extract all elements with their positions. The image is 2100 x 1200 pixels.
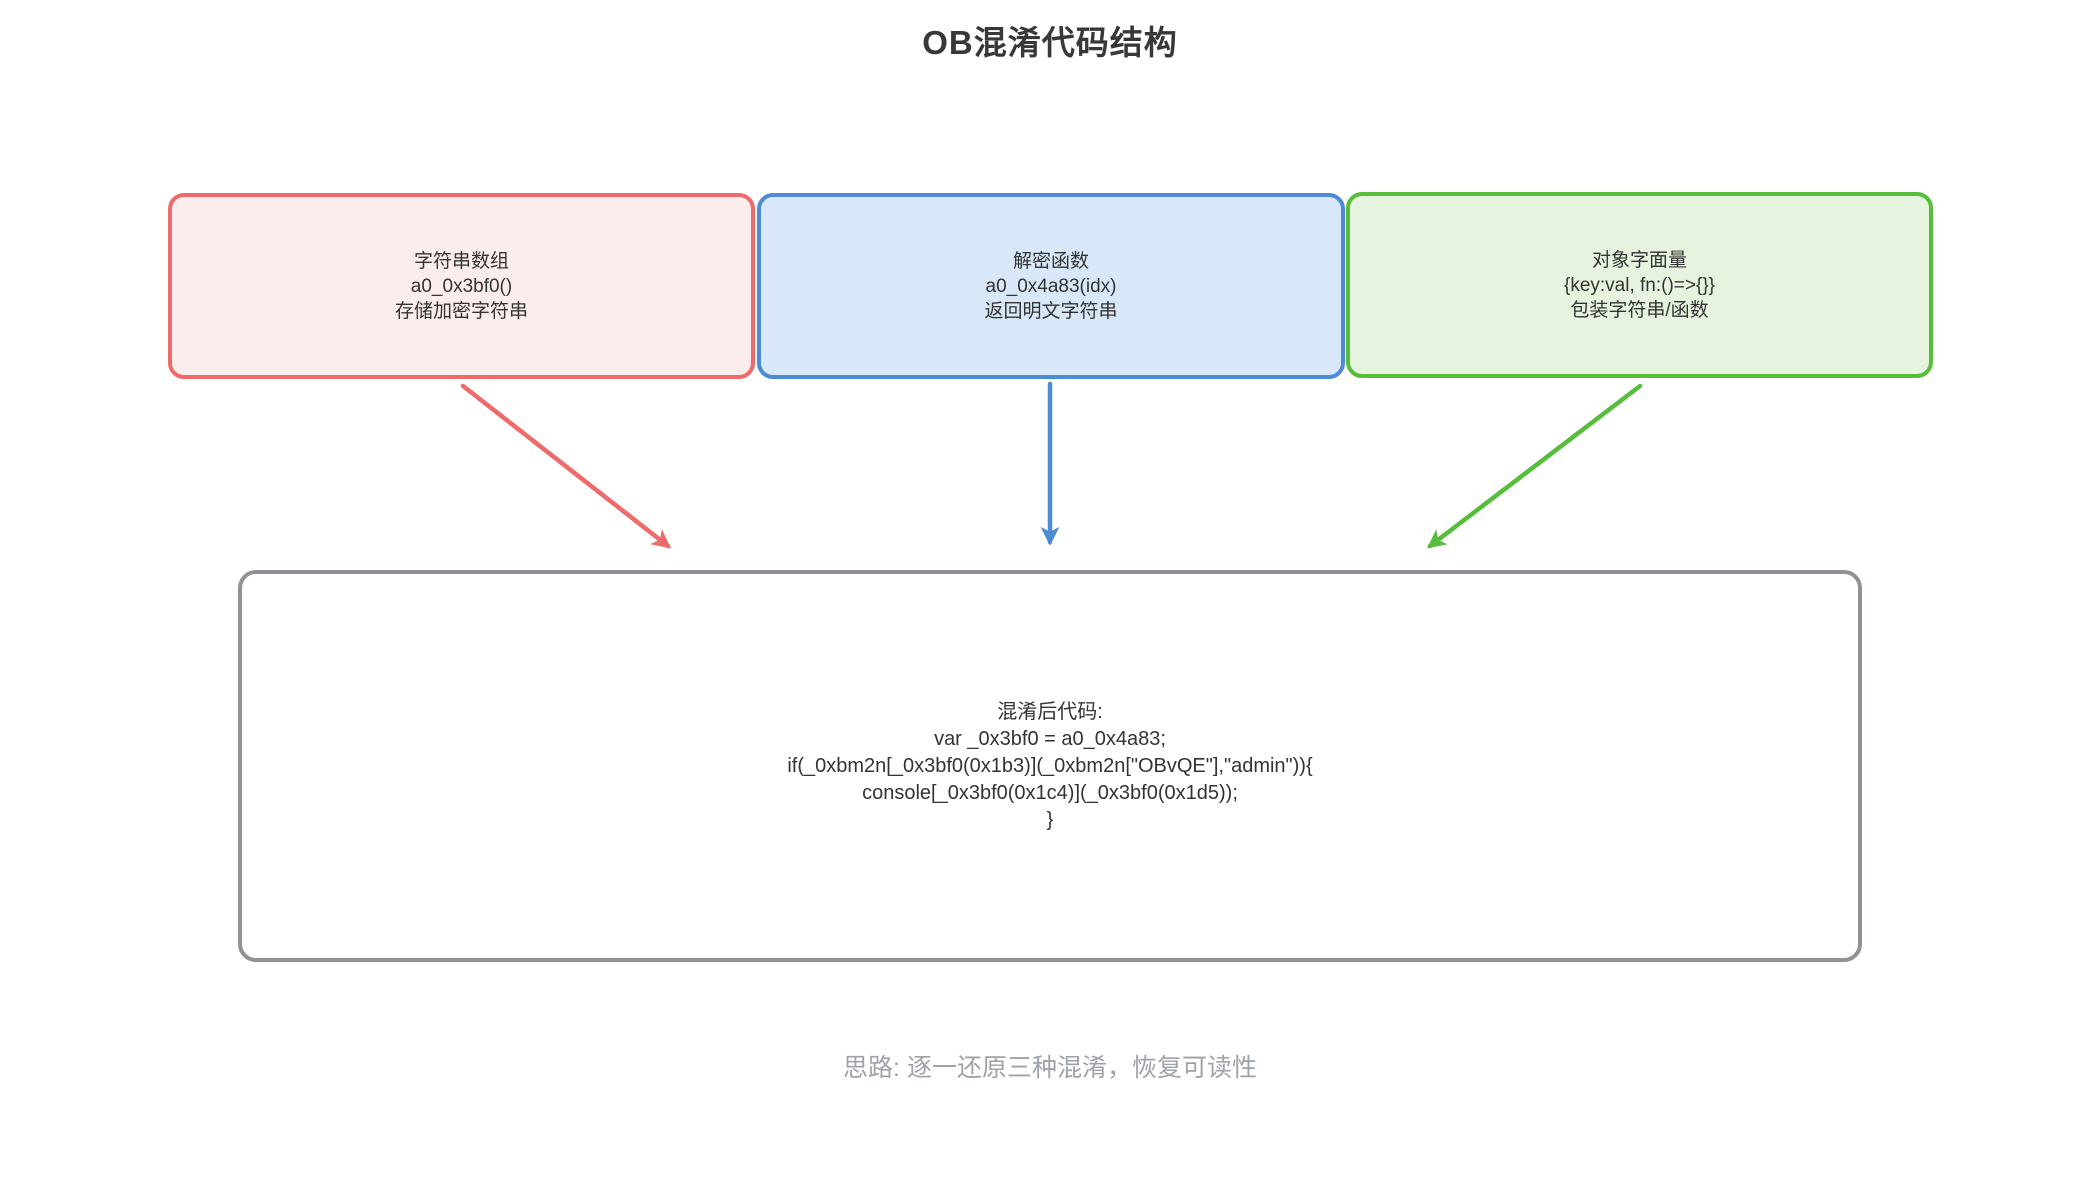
code-line-heading: 混淆后代码: xyxy=(997,700,1103,723)
node-string-array-line-1: 字符串数组 xyxy=(413,250,509,272)
code-line-3: console[_0x3bf0(0x1c4)](_0x3bf0(0x1d5)); xyxy=(862,781,1238,804)
page-title: OB混淆代码结构 xyxy=(922,24,1178,61)
node-object-literal-line-3: 包装字符串/函数 xyxy=(1570,299,1709,321)
code-box: 混淆后代码: var _0x3bf0 = a0_0x4a83; if(_0xbm… xyxy=(238,570,1862,962)
code-line-1: var _0x3bf0 = a0_0x4a83; xyxy=(934,727,1166,750)
node-string-array-line-2: a0_0x3bf0() xyxy=(410,275,513,297)
node-object-literal: 对象字面量 {key:val, fn:()=>{}} 包装字符串/函数 xyxy=(1346,192,1933,378)
node-decrypt-function: 解密函数 a0_0x4a83(idx) 返回明文字符串 xyxy=(757,193,1345,379)
node-decrypt-function-line-2: a0_0x4a83(idx) xyxy=(985,275,1117,297)
node-object-literal-line-2: {key:val, fn:()=>{}} xyxy=(1563,274,1716,296)
node-string-array: 字符串数组 a0_0x3bf0() 存储加密字符串 xyxy=(168,193,755,379)
node-decrypt-function-line-3: 返回明文字符串 xyxy=(984,300,1118,322)
node-object-literal-line-1: 对象字面量 xyxy=(1591,249,1687,271)
hint-note: 思路: 逐一还原三种混淆，恢复可读性 xyxy=(843,1054,1257,1082)
arrow-string-array-icon xyxy=(460,383,671,549)
arrow-object-literal-icon xyxy=(1426,383,1643,549)
node-decrypt-function-line-1: 解密函数 xyxy=(1012,250,1089,272)
node-string-array-line-3: 存储加密字符串 xyxy=(394,300,528,322)
code-line-2: if(_0xbm2n[_0x3bf0(0x1b3)](_0xbm2n["OBvQ… xyxy=(787,754,1313,777)
code-line-4: } xyxy=(1046,808,1054,831)
